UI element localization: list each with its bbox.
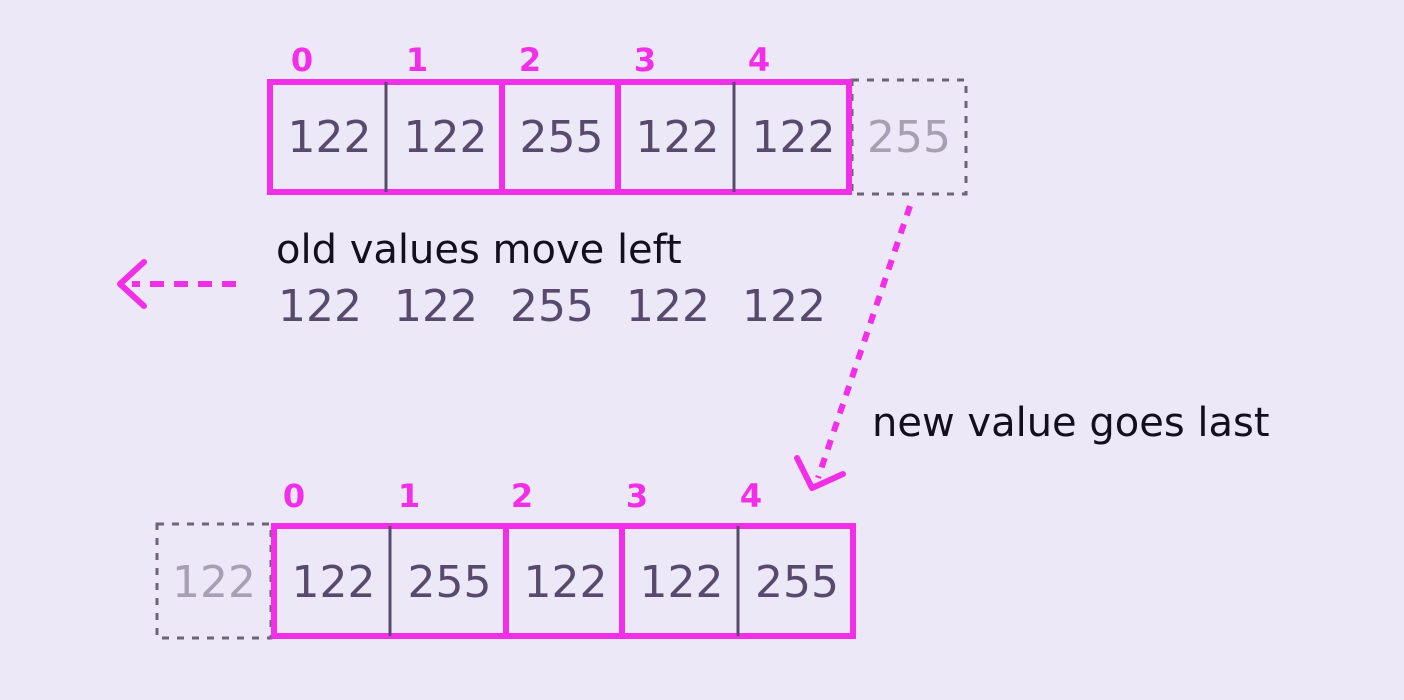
top-array-cell: 122 xyxy=(751,112,836,163)
shift-sequence-value: 122 xyxy=(278,281,362,332)
shift-left-arrow xyxy=(117,259,236,309)
top-index-label: 2 xyxy=(518,41,542,79)
shift-sequence-value: 122 xyxy=(394,281,478,332)
bottom-index-label: 0 xyxy=(282,477,306,515)
top-array-cell: 122 xyxy=(287,112,372,163)
bottom-array-cell: 122 xyxy=(291,557,376,608)
evicted-value: 122 xyxy=(172,557,256,608)
top-index-label: 4 xyxy=(747,41,771,79)
bottom-array-cell: 122 xyxy=(523,557,608,608)
incoming-value: 255 xyxy=(867,112,951,163)
shift-sequence-value: 122 xyxy=(742,281,826,332)
new-value-arrow xyxy=(794,205,913,491)
bottom-index-label: 3 xyxy=(625,477,649,515)
shift-caption: old values move left xyxy=(276,227,682,273)
bottom-index-label: 4 xyxy=(739,477,763,515)
bottom-array-cell: 122 xyxy=(639,557,724,608)
top-array-cell: 122 xyxy=(635,112,720,163)
top-array-cell: 122 xyxy=(403,112,488,163)
bottom-index-label: 2 xyxy=(510,477,534,515)
incoming-value-dashed-box xyxy=(850,78,968,196)
new-value-caption: new value goes last xyxy=(872,400,1270,446)
shift-sequence-value: 255 xyxy=(510,281,594,332)
bottom-array-cell: 255 xyxy=(755,557,839,608)
top-array-cell: 255 xyxy=(519,112,604,163)
bottom-array-outline xyxy=(271,523,856,639)
bottom-index-label: 1 xyxy=(397,477,421,515)
bottom-array-cell: 255 xyxy=(407,557,492,608)
top-index-label: 1 xyxy=(405,41,429,79)
shift-sequence-value: 122 xyxy=(626,281,710,332)
top-index-label: 0 xyxy=(290,41,314,79)
top-index-label: 3 xyxy=(633,41,657,79)
top-array-outline xyxy=(267,79,852,195)
